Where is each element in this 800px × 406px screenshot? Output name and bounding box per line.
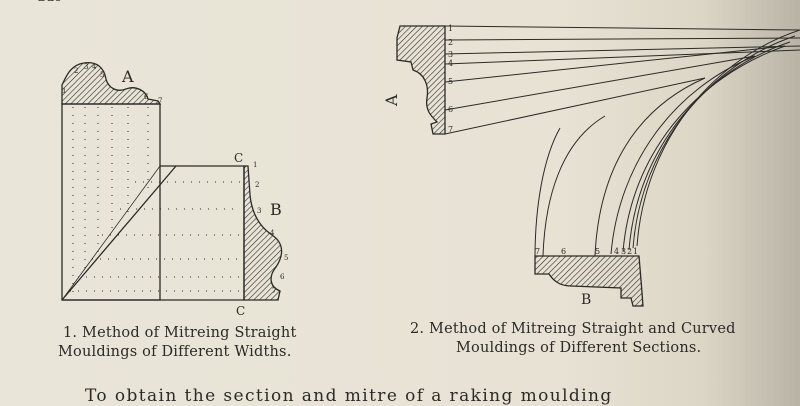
svg-text:1: 1 — [448, 24, 453, 33]
svg-text:5: 5 — [284, 254, 288, 262]
horizontal-moulding — [62, 165, 245, 301]
svg-text:7: 7 — [272, 287, 276, 295]
figure-1-caption-line-1: 1. Method of Mitreing Straight — [63, 325, 297, 341]
svg-text:2: 2 — [448, 38, 453, 47]
svg-text:2: 2 — [74, 67, 78, 75]
straight-moulding-lines — [444, 25, 800, 135]
svg-text:4: 4 — [448, 59, 453, 68]
svg-text:6: 6 — [144, 93, 149, 101]
svg-text:2: 2 — [627, 247, 632, 256]
figure-2-label-b: B — [581, 292, 591, 308]
svg-text:7: 7 — [448, 125, 453, 134]
figure-1-drawing: A B C C 1 2 3 4 5 6 7 1 2 3 4 5 6 7 — [61, 61, 288, 318]
profile-b-hatched — [534, 255, 644, 307]
profile-a-hatched — [61, 61, 162, 105]
figure-2-numbers-b: 7 6 5 4 3 2 1 — [535, 247, 638, 256]
svg-text:1: 1 — [253, 161, 257, 169]
svg-text:3: 3 — [257, 207, 261, 215]
figure-1-mitre-straight-mouldings: A B C C 1 2 3 4 5 6 7 1 2 3 4 5 6 7 — [40, 55, 310, 320]
svg-text:2: 2 — [255, 181, 259, 189]
svg-text:4: 4 — [614, 247, 619, 256]
body-paragraph-start: To obtain the section and mitre of a rak… — [85, 386, 613, 406]
svg-text:4: 4 — [270, 229, 275, 237]
figure-1-caption-line-2: Mouldings of Different Widths. — [58, 344, 292, 360]
figure-2-caption-line-1: 2. Method of Mitreing Straight and Curve… — [410, 321, 736, 337]
svg-text:4: 4 — [92, 63, 97, 71]
svg-text:3: 3 — [621, 247, 626, 256]
figure-1-label-a: A — [121, 67, 134, 86]
figure-1-numbers-b: 1 2 3 4 5 6 7 — [253, 161, 288, 295]
svg-text:1: 1 — [62, 87, 66, 95]
svg-text:7: 7 — [158, 97, 162, 105]
svg-text:3: 3 — [84, 63, 88, 71]
projection-lines-horizontal — [70, 181, 240, 292]
profile-b-hatched — [243, 165, 283, 301]
mitre-line-1 — [61, 165, 177, 301]
svg-text:6: 6 — [448, 105, 453, 114]
svg-text:7: 7 — [535, 247, 540, 256]
figure-1-label-b: B — [270, 200, 282, 219]
figure-1-numbers-a: 1 2 3 4 5 6 7 — [62, 63, 162, 105]
projection-lines-vertical — [72, 107, 149, 295]
svg-text:5: 5 — [448, 77, 453, 86]
cropped-top-text: bac — [38, 0, 61, 5]
figure-2-label-a: A — [385, 94, 401, 107]
figure-1-caption: 1. Method of Mitreing Straight Mouldings… — [58, 324, 328, 362]
mitre-line-2 — [61, 165, 161, 301]
curved-moulding-lines — [534, 29, 800, 259]
svg-text:1: 1 — [633, 247, 638, 256]
svg-text:5: 5 — [100, 71, 104, 79]
svg-text:6: 6 — [280, 273, 285, 281]
svg-text:3: 3 — [448, 50, 453, 59]
figure-2-caption-line-2: Mouldings of Different Sections. — [456, 340, 702, 356]
svg-text:5: 5 — [595, 247, 600, 256]
svg-text:6: 6 — [561, 247, 566, 256]
figure-1-label-c-bottom: C — [236, 304, 245, 318]
profile-a-hatched — [396, 25, 446, 135]
figure-2-caption: 2. Method of Mitreing Straight and Curve… — [410, 320, 790, 358]
figure-2-drawing: A B 1 2 3 4 5 6 7 7 6 5 4 3 2 1 — [382, 24, 800, 308]
figure-1-label-c-top: C — [234, 151, 243, 165]
figure-2-mitre-straight-and-curved-mouldings: A B 1 2 3 4 5 6 7 7 6 5 4 3 2 1 — [382, 18, 800, 318]
figure-2-numbers-a: 1 2 3 4 5 6 7 — [448, 24, 453, 134]
